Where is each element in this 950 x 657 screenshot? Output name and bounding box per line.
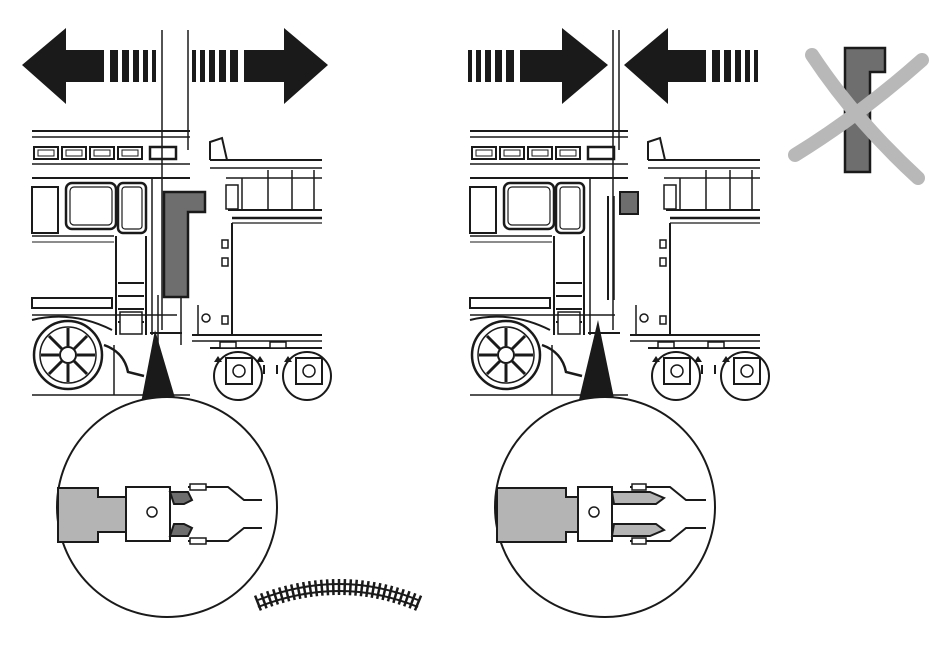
arrow-right-icon: [192, 28, 328, 104]
coupler-detail-magnified: [495, 397, 715, 617]
arrow-left-icon: [22, 28, 156, 104]
panel-pull-apart: [22, 28, 331, 617]
coupler-extended-part: [164, 192, 205, 297]
arrow-right-icon: [468, 28, 608, 104]
locomotive-tender-section: [470, 131, 769, 400]
curved-track-icon: [255, 579, 421, 610]
crossed-out-coupler-icon: [795, 48, 922, 178]
arrow-left-icon: [624, 28, 758, 104]
panel-push-together: [468, 28, 769, 617]
coupler-detail-magnified: [57, 397, 277, 617]
coupler-retracted-part: [620, 192, 638, 214]
